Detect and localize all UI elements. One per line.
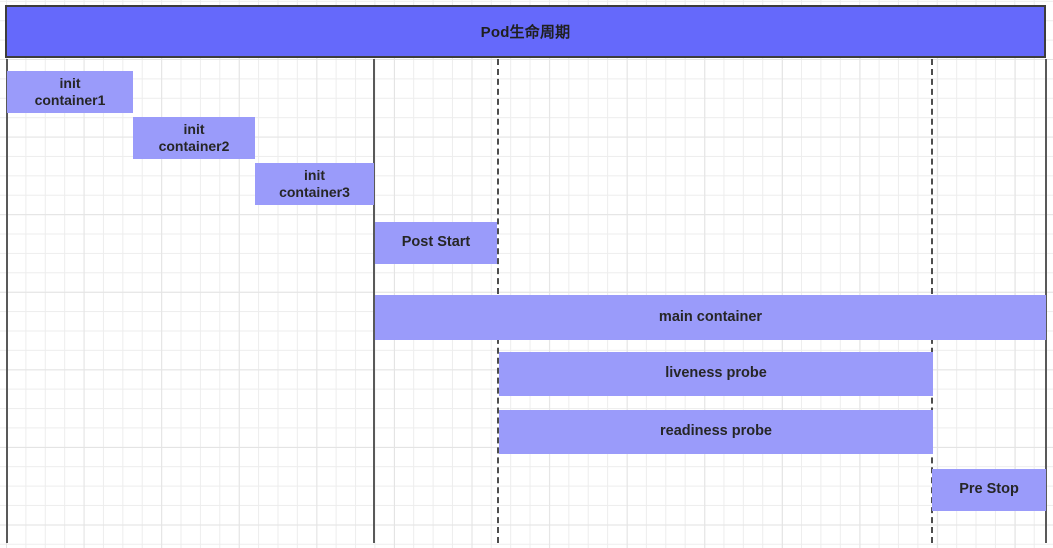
bar-label-line1: init (304, 166, 325, 183)
bar-label: liveness probe (665, 365, 767, 382)
init-to-main-boundary-line (373, 59, 375, 543)
bar-label-line2: container3 (279, 184, 350, 200)
bar-label: readiness probe (659, 423, 772, 440)
bar-pre-stop: Pre Stop (932, 469, 1046, 511)
bar-label-line1: init (59, 74, 81, 91)
bar-label: main container (658, 308, 763, 325)
page-title: Pod生命周期 (480, 24, 571, 41)
bar-readiness-probe: readiness probe (499, 410, 933, 454)
bar-label-line2: container1 (34, 92, 106, 108)
bar-label: Pre Stop (959, 481, 1019, 498)
bar-post-start: Post Start (375, 222, 497, 264)
bar-label-line2: container2 (158, 138, 230, 154)
timeline-end-line (1045, 59, 1047, 543)
bar-main-container: main container (375, 295, 1046, 340)
bar-label: Post Start (401, 234, 471, 251)
bar-label-line1: init (183, 120, 205, 137)
bar-liveness-probe: liveness probe (499, 352, 933, 396)
bar-init-container-1: init container1 (7, 71, 133, 113)
bar-init-container-3: init container3 (255, 163, 374, 205)
timeline-start-line (6, 59, 8, 543)
diagram-title-bar: Pod生命周期 (5, 5, 1046, 58)
bar-init-container-2: init container2 (133, 117, 255, 159)
